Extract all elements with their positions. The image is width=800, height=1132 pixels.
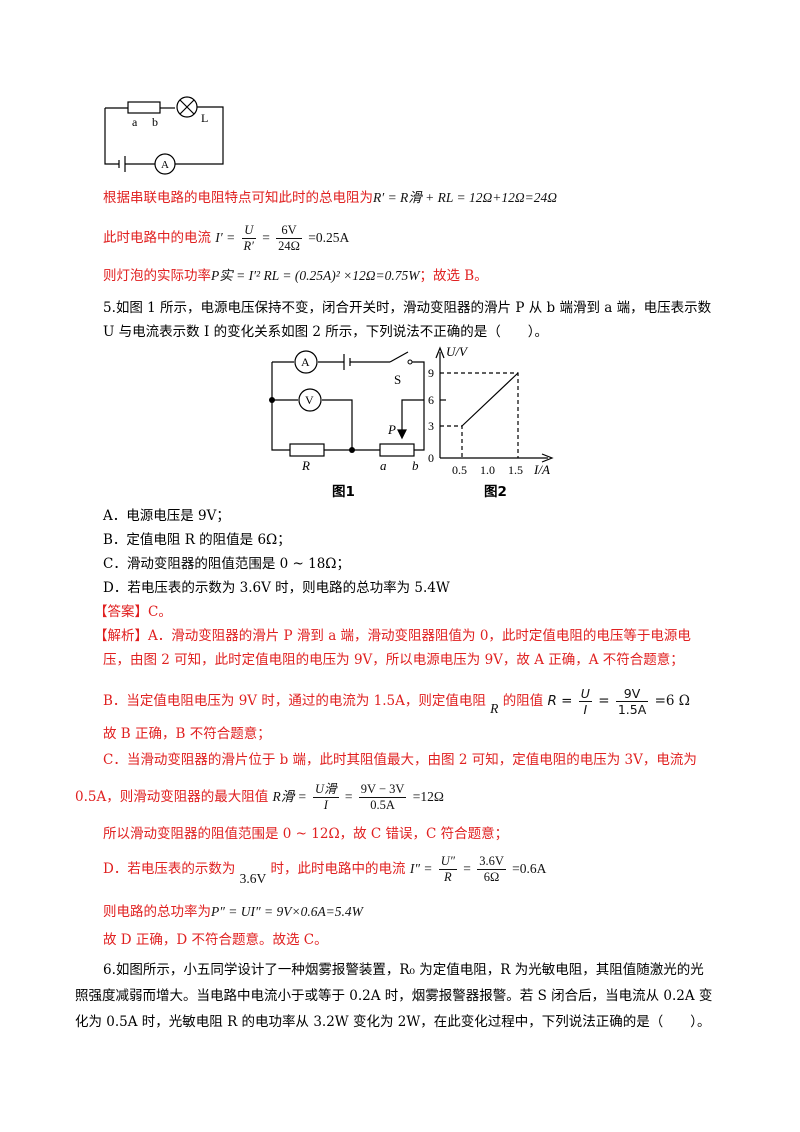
q5-option-b: B．定值电阻 R 的阻值是 6Ω； bbox=[103, 532, 291, 548]
fig2-origin: 0 bbox=[428, 451, 434, 465]
circuit1-label-l: L bbox=[201, 111, 208, 125]
q6-stem-line-1: 6.如图所示，小五同学设计了一种烟雾报警装置，R₀ 为定值电阻，R 为光敏电阻，… bbox=[103, 962, 704, 978]
circuit-diagram-1: a b L A bbox=[104, 96, 224, 175]
fig2-xtick-1-5: 1.5 bbox=[508, 463, 523, 477]
q5-analysis-d-line-3: 故 D 正确，D 不符合题意。故选 C。 bbox=[103, 932, 328, 948]
fig1-label-slider: P bbox=[387, 422, 396, 437]
q5-stem-line-2: U 与电流表示数 I 的变化关系如图 2 所示，下列说法不正确的是（ ）。 bbox=[103, 324, 549, 340]
q5-answer: 【答案】C。 bbox=[94, 604, 172, 620]
fig2-caption: 图2 bbox=[484, 484, 507, 500]
sol4-line-3: 则灯泡的实际功率P实 = I′² RL = (0.25A)² ×12Ω=0.75… bbox=[103, 268, 488, 284]
analysis-heading: 【解析】 bbox=[94, 628, 148, 644]
fig1-label-end-a: a bbox=[380, 458, 387, 473]
q5-analysis-b-line-1: B．当定值电阻电压为 9V 时，通过的电流为 1.5A，则定值电阻 R 的阻值 … bbox=[103, 686, 690, 717]
q6-stem-line-2: 照强度减弱而增大。当电路中电流小于或等于 0.2A 时，烟雾报警器报警。若 S … bbox=[75, 988, 713, 1004]
q5-analysis-a-line-1: 【解析】A．滑动变阻器的滑片 P 滑到 a 端，滑动变阻器阻值为 0，此时定值电… bbox=[94, 628, 691, 644]
circuit1-label-a: a bbox=[132, 115, 138, 129]
q5-option-c: C．滑动变阻器的阻值范围是 0 ~ 18Ω； bbox=[103, 556, 350, 572]
fig2-xtick-0-5: 0.5 bbox=[452, 463, 467, 477]
fig2-ytick-9: 9 bbox=[428, 366, 434, 380]
circuit1-label-b: b bbox=[152, 115, 158, 129]
fig1-label-end-b: b bbox=[412, 458, 419, 473]
q5-figure-2-graph: U/V I/A 0 3 6 9 0.5 1.0 1.5 bbox=[428, 344, 554, 477]
fig2-ylabel: U/V bbox=[446, 344, 469, 359]
fig2-xtick-1-0: 1.0 bbox=[480, 463, 495, 477]
sol4-line-1: 根据串联电路的电阻特点可知此时的总电阻为R′ = R滑 + RL = 12Ω+1… bbox=[103, 190, 558, 206]
q5-option-a: A．电源电压是 9V； bbox=[103, 508, 230, 524]
q5-analysis-a-line-2: 压，由图 2 可知，此时定值电阻的电压为 9V，所以电源电压为 9V，故 A 正… bbox=[103, 652, 684, 668]
fig2-ytick-3: 3 bbox=[428, 419, 434, 433]
q5-analysis-b-line-2: 故 B 正确，B 不符合题意； bbox=[103, 726, 271, 742]
q5-analysis-d-line-1: D．若电压表的示数为 3.6V 时，此时电路中的电流 I″ = U″R = 3.… bbox=[103, 854, 547, 886]
q5-analysis-c-line-1: C．当滑动变阻器的滑片位于 b 端，此时其阻值最大，由图 2 可知，定值电阻的电… bbox=[103, 752, 697, 768]
fig1-label-switch: S bbox=[394, 372, 401, 387]
fig2-ytick-6: 6 bbox=[428, 393, 434, 407]
fig2-xlabel: I/A bbox=[533, 462, 550, 477]
fig1-caption: 图1 bbox=[332, 484, 355, 500]
q5-figure-1-circuit: A V S R P a b bbox=[269, 350, 425, 473]
q5-analysis-c-line-3: 所以滑动变阻器的阻值范围是 0 ~ 12Ω，故 C 错误，C 符合题意； bbox=[103, 826, 509, 842]
fig1-label-voltmeter: V bbox=[305, 393, 314, 407]
q6-stem-line-3: 化为 0.5A 时，光敏电阻 R 的电功率从 3.2W 变化为 2W，在此变化过… bbox=[75, 1014, 711, 1030]
q5-stem-line-1: 5.如图 1 所示，电源电压保持不变，闭合开关时，滑动变阻器的滑片 P 从 b … bbox=[103, 300, 712, 316]
fig1-label-ammeter: A bbox=[301, 355, 310, 369]
q5-option-d: D．若电压表的示数为 3.6V 时，则电路的总功率为 5.4W bbox=[103, 580, 450, 596]
fig1-label-resistor: R bbox=[301, 458, 310, 473]
circuit1-label-ammeter: A bbox=[161, 159, 169, 171]
q5-analysis-d-line-2: 则电路的总功率为P″ = UI″ = 9V×0.6A=5.4W bbox=[103, 904, 363, 920]
